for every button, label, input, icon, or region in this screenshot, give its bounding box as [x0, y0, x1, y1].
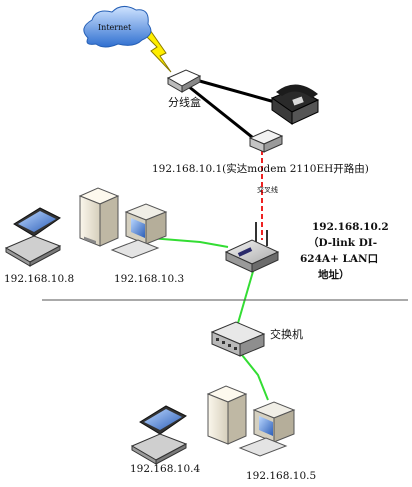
router-icon [224, 222, 280, 273]
router-label-line3: 624A+ LAN口 [300, 253, 378, 265]
switch-label: 交换机 [270, 327, 303, 341]
switch-icon [210, 321, 266, 357]
top-laptop-ip: 192.168.10.8 [4, 273, 74, 285]
bottom-laptop-ip: 192.168.10.4 [130, 463, 200, 475]
bottom-pc-ip: 192.168.10.5 [246, 470, 316, 482]
router-label-line4: 地址） [318, 268, 350, 281]
line-router-switch [235, 267, 255, 331]
laptop-icon [130, 405, 188, 465]
cloud-icon [83, 6, 152, 48]
cloud-label: Internet [98, 23, 132, 32]
modem-label: 192.168.10.1(实达modem 2110EH开路由) [152, 162, 369, 175]
router-label-line1: 192.168.10.2 [312, 221, 389, 233]
splitter-label: 分线盒 [168, 95, 201, 109]
splitter-icon [166, 69, 202, 93]
router-label-line2: （D-link DI- [308, 236, 377, 249]
line-splitter-modem [187, 84, 263, 147]
laptop-icon [4, 207, 62, 267]
line-splitter-phone [195, 78, 283, 106]
line-router-toppc [149, 237, 229, 248]
modem-icon [248, 129, 284, 153]
line-switch-bottompc [237, 349, 269, 401]
lightning-icon [139, 29, 172, 73]
crossover-label: 交叉线 [257, 185, 278, 194]
telephone-icon [270, 84, 320, 125]
top-pc-ip: 192.168.10.3 [114, 273, 184, 285]
desktop-pc-icon [78, 187, 168, 259]
desktop-pc-icon [206, 385, 296, 457]
